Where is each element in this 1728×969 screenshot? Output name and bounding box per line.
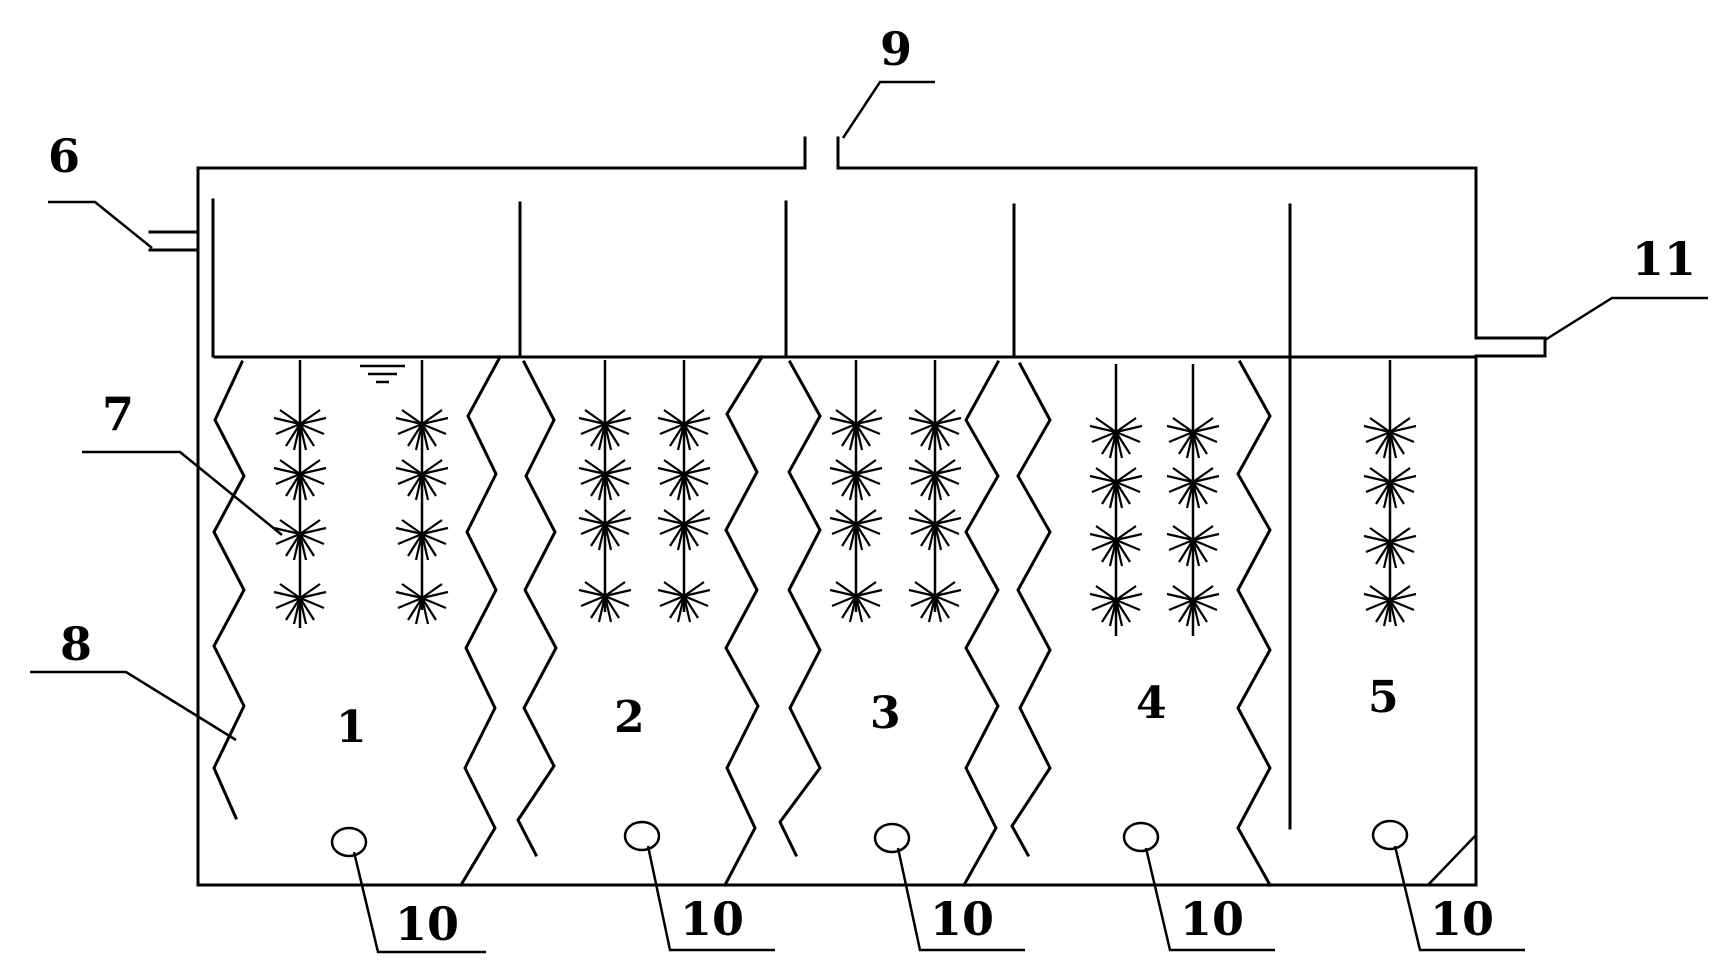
fiber-tuft-icon [908,509,962,551]
label-6: 6 [48,129,80,183]
zigzag-baffle [1010,361,1052,858]
fiber-tuft-icon [657,409,711,451]
fiber-tuft-icon [1363,585,1417,627]
label-8: 8 [60,617,92,671]
fiber-tuft-icon [908,581,962,623]
fiber-tuft-icon [829,459,883,501]
fiber-tuft-icon [578,509,632,551]
fiber-carrier-string [1363,360,1417,627]
chamber-label-3: 3 [870,688,901,739]
fiber-tuft-icon [395,409,449,451]
label-7: 7 [102,387,134,441]
fiber-tuft-icon [273,583,327,625]
chamber-label-5: 5 [1368,672,1399,723]
fiber-carrier-string [657,360,711,623]
zigzag-baffle [1236,359,1273,888]
fiber-tuft-icon [273,409,327,451]
zigzag-baffle [778,359,822,858]
fiber-carrier-string [1089,364,1143,636]
chamber-label-2: 2 [614,692,645,743]
fiber-tuft-icon [1089,467,1143,509]
chamber-label-4: 4 [1136,678,1167,729]
fiber-tuft-icon [1089,585,1143,627]
fiber-tuft-icon [1363,527,1417,569]
fiber-tuft-icon [395,519,449,561]
fiber-tuft-icon [908,409,962,451]
zigzag-baffle [961,359,1001,888]
fiber-tuft-icon [395,459,449,501]
aerator-icon [1371,819,1409,851]
fiber-tuft-icon [1166,525,1220,567]
fiber-carriers [273,360,1417,636]
label-10: 10 [930,892,994,946]
fiber-tuft-icon [273,519,327,561]
fiber-carrier-string [273,360,327,628]
aerator-icon [330,826,368,858]
fiber-tuft-icon [1089,417,1143,459]
label-10: 10 [1430,892,1494,946]
fiber-tuft-icon [273,459,327,501]
tank-outline [148,136,1547,887]
fiber-tuft-icon [1363,467,1417,509]
fiber-carrier-string [578,360,632,623]
fiber-tuft-icon [657,459,711,501]
fiber-tuft-icon [1166,417,1220,459]
aerator-icon [1122,821,1160,853]
chamber-label-1: 1 [336,702,367,753]
label-11: 11 [1632,232,1696,286]
fiber-tuft-icon [578,459,632,501]
label-10: 10 [1180,892,1244,946]
fiber-carrier-string [395,360,449,625]
fiber-carrier-string [1166,364,1220,636]
fiber-tuft-icon [1089,525,1143,567]
zigzag-baffle [516,359,558,858]
fiber-tuft-icon [578,581,632,623]
fiber-tuft-icon [1166,585,1220,627]
zigzag-baffle [722,354,765,888]
part-labels: 6 7 8 9 11 10 10 10 10 10 [48,22,1696,951]
fiber-tuft-icon [829,509,883,551]
fiber-tuft-icon [395,583,449,625]
label-9: 9 [880,22,912,76]
zigzag-baffle [212,360,246,820]
fiber-tuft-icon [1363,417,1417,459]
label-10: 10 [395,897,459,951]
aerator-icon [873,822,911,854]
fiber-tuft-icon [578,409,632,451]
fiber-carrier-string [829,360,883,623]
aerators [330,819,1409,858]
chamber-labels: 1 2 3 4 5 [336,672,1399,753]
label-10: 10 [680,892,744,946]
fiber-tuft-icon [657,509,711,551]
leader-lines [30,80,1708,954]
fiber-tuft-icon [657,581,711,623]
aerator-icon [623,820,661,852]
zigzag-baffles [212,354,1273,888]
fiber-tuft-icon [1166,467,1220,509]
fiber-tuft-icon [829,409,883,451]
fiber-tuft-icon [908,459,962,501]
fiber-tuft-icon [829,581,883,623]
zigzag-baffle [458,354,503,888]
fiber-carrier-string [908,360,962,623]
